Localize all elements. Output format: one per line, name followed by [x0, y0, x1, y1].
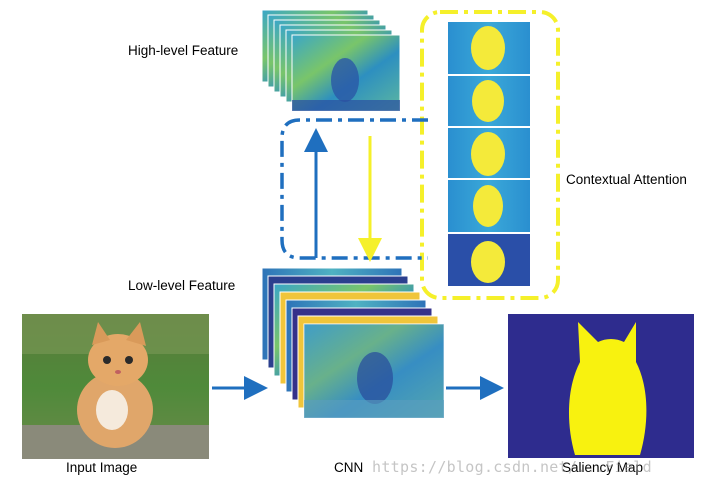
kitten-head — [88, 334, 148, 386]
high-level-feature-stack — [261, 9, 401, 112]
watermark: https://blog.csdn.net/...Field — [372, 458, 652, 476]
saliency-map-label: Saliency Map — [562, 460, 644, 475]
input-image — [22, 314, 209, 459]
contextual-attention-label: Contextual Attention — [566, 172, 687, 187]
cnn-label: CNN — [334, 460, 364, 475]
high-level-feature-label: High-level Feature — [128, 43, 239, 58]
feature-loop — [280, 118, 428, 260]
saliency-map-image — [508, 314, 694, 458]
attention-frame — [420, 10, 560, 300]
input-image-label: Input Image — [66, 460, 138, 475]
low-level-feature-label: Low-level Feature — [128, 278, 236, 293]
contextual-attention-maps — [448, 22, 530, 286]
low-level-feature-stack — [261, 267, 445, 419]
